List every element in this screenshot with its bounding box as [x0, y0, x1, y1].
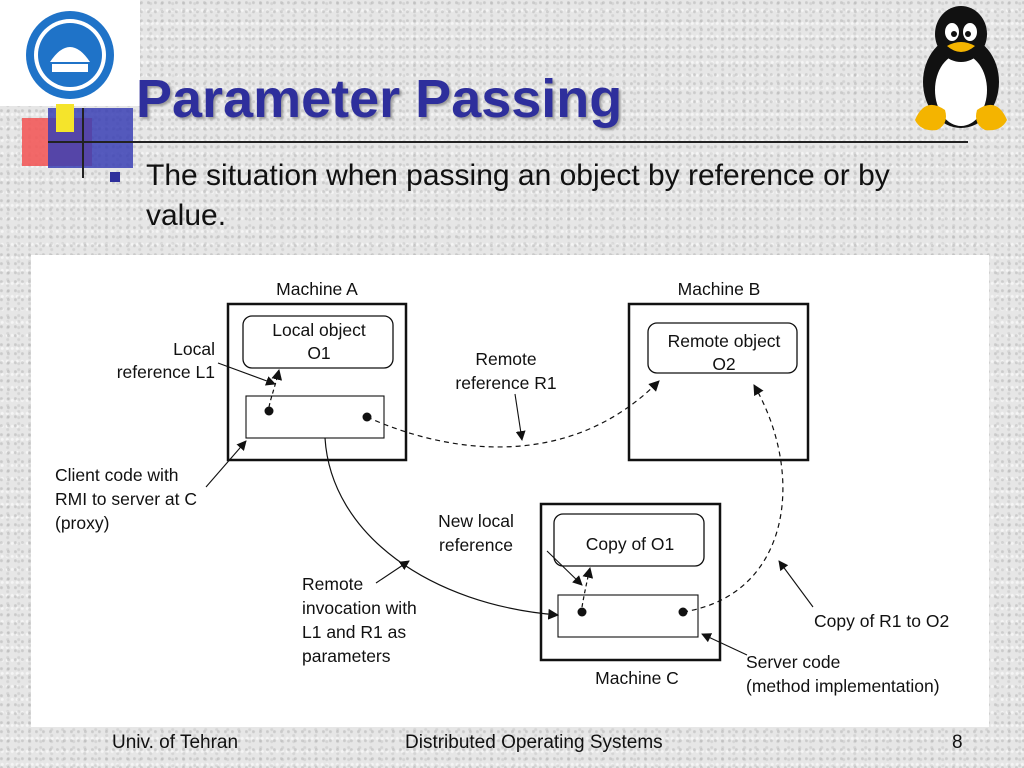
copy-of-o1-box [553, 513, 705, 567]
r1-remote-reference-arrow [366, 380, 660, 448]
client-code-box-a [245, 395, 385, 439]
machine-a-label: Machine A [276, 279, 358, 299]
copy-r1-label: Copy of R1 to O2 [814, 611, 949, 631]
remote-invocation-label-4: parameters [302, 646, 391, 666]
reference-dot-new-local [577, 607, 587, 617]
machine-c-label: Machine C [595, 668, 679, 688]
footer-university: Univ. of Tehran [112, 732, 239, 753]
local-object-o1-box [242, 315, 394, 369]
o2-label: O2 [712, 354, 735, 374]
decor-yellow-square [56, 104, 74, 132]
copy-of-o1-label: Copy of O1 [586, 534, 675, 554]
client-code-label-1: Client code with [55, 465, 179, 485]
pointer-new-local-reference [546, 550, 583, 586]
footer-course: Distributed Operating Systems [405, 732, 663, 753]
parameter-passing-diagram: Machine A Local object O1 Machine B Remo… [55, 279, 949, 696]
machine-b-box [627, 302, 810, 462]
footer-page-number: 8 [952, 732, 963, 753]
server-code-box-c [557, 594, 699, 638]
remote-reference-label-1: Remote [475, 349, 536, 369]
decor-vertical-line [82, 108, 84, 178]
pointer-remote-invocation [375, 560, 410, 584]
pointer-remote-reference [514, 393, 526, 441]
university-logo [0, 0, 140, 106]
new-local-reference-label-2: reference [439, 535, 513, 555]
local-object-label: Local object [272, 320, 366, 340]
remote-invocation-label-2: invocation with [302, 598, 417, 618]
reference-dot-l1 [264, 406, 274, 416]
o1-label: O1 [307, 343, 330, 363]
machine-a-box [226, 302, 408, 462]
remote-invocation-label-3: L1 and R1 as [302, 622, 406, 642]
pointer-server-code [701, 633, 748, 656]
title-underline [48, 141, 968, 143]
pointer-local-reference [217, 362, 276, 386]
new-local-reference-label-1: New local [438, 511, 514, 531]
remote-invocation-label-1: Remote [302, 574, 363, 594]
tux-penguin-icon [915, 6, 1007, 131]
server-code-label-1: Server code [746, 652, 840, 672]
remote-object-label: Remote object [668, 331, 781, 351]
diagram-panel: Machine A Local object O1 Machine B Remo… [31, 255, 989, 727]
machine-c-box [539, 502, 722, 662]
local-reference-label-2: reference L1 [117, 362, 215, 382]
slide-title: Parameter Passing [136, 69, 623, 129]
machine-b-label: Machine B [678, 279, 761, 299]
copy-r1-to-o2-arrow [682, 384, 784, 613]
server-code-label-2: (method implementation) [746, 676, 940, 696]
new-local-reference-arrow [581, 566, 594, 608]
remote-reference-label-2: reference R1 [455, 373, 556, 393]
remote-object-o2-box [647, 322, 798, 374]
bullet-text: The situation when passing an object by … [146, 159, 890, 232]
client-code-label-2: RMI to server at C [55, 489, 197, 509]
remote-invocation-arrow [324, 437, 560, 620]
l1-reference-arrow [268, 368, 283, 408]
pointer-copy-r1 [778, 560, 814, 608]
university-seal-icon [26, 11, 114, 99]
local-reference-label-1: Local [173, 339, 215, 359]
client-code-label-3: (proxy) [55, 513, 109, 533]
pointer-client-code [205, 440, 247, 488]
bullet-marker [110, 172, 120, 182]
